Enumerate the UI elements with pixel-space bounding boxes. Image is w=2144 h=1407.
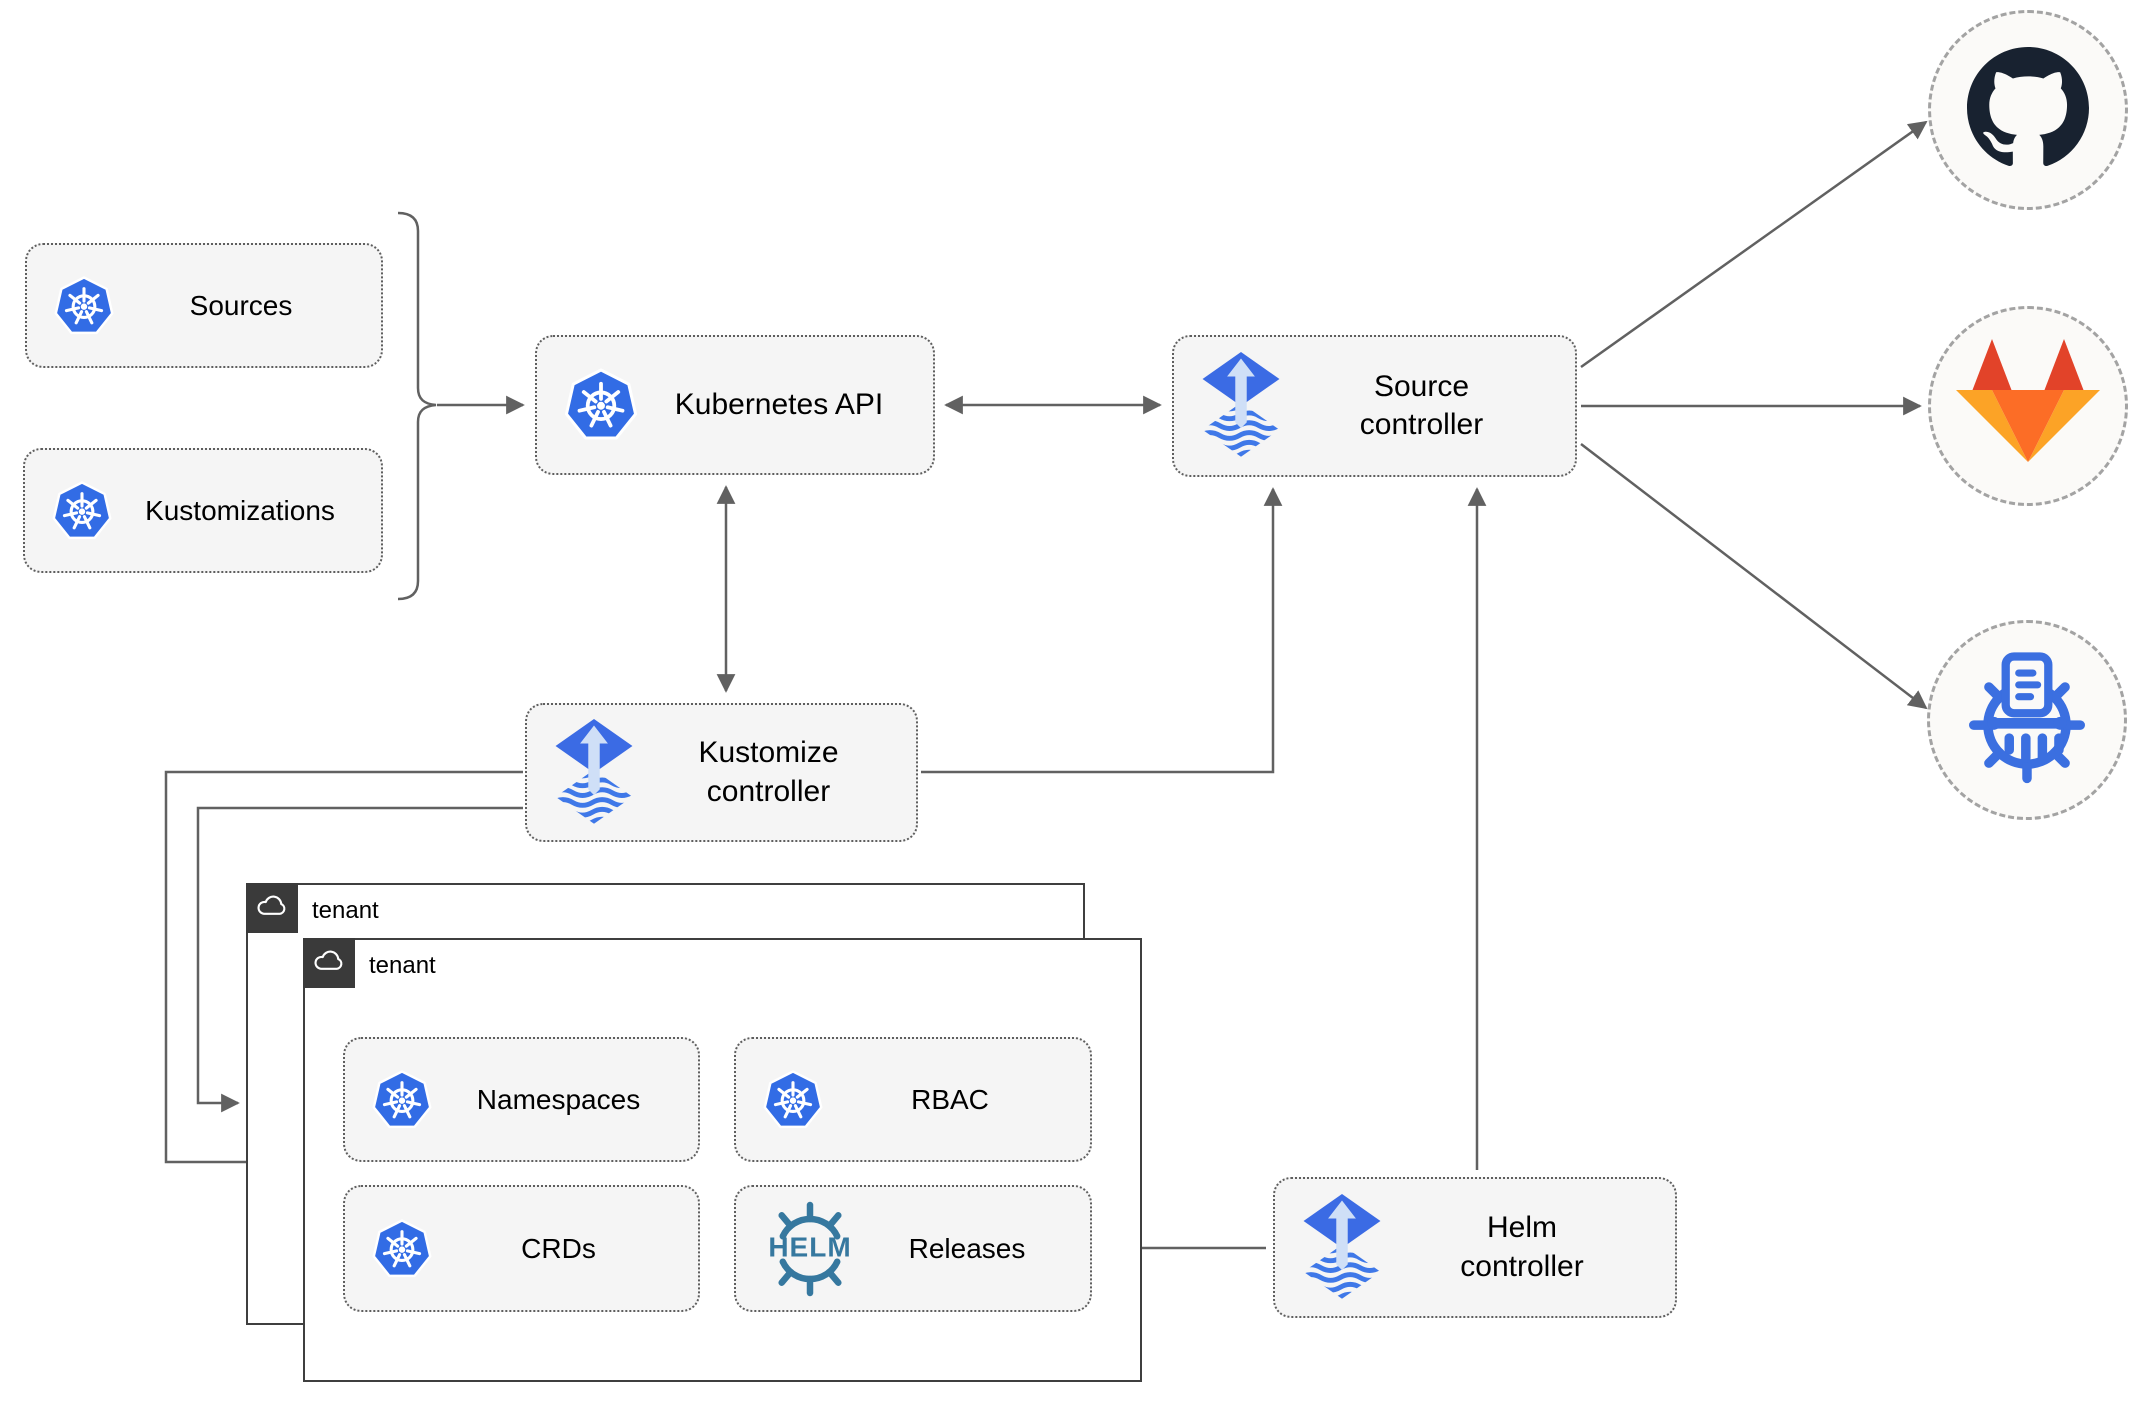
cloud-icon [312,944,346,983]
kubernetes-logo-icon [53,275,115,337]
tenant-tag [246,883,298,933]
node-label: Sources [189,289,293,321]
edge-kustomize-controller-to-front-tenant [164,770,523,1172]
edge-source-controller-to-github [1580,120,1928,369]
gitlab-tanuki-icon [1953,336,2103,476]
tenant-group-front: tenant Namespaces RBAC CRDs [303,938,1142,1382]
node-kustomize-controller: Kustomize controller [525,703,918,842]
flux-logo-icon [1301,1194,1383,1302]
edge-kustomize-controller-to-back-tenant [196,806,523,1113]
kubernetes-logo-icon [51,480,113,542]
endpoint-chartmuseum [1927,620,2127,820]
cloud-icon [255,889,289,928]
node-source-controller: Source controller [1172,335,1577,477]
tenant-label: tenant [369,952,436,979]
helm-wheel-icon: HELM [762,1194,858,1304]
edge-source-controller-to-chartmuseum [1580,443,1928,710]
node-label: Kustomizations [145,494,335,526]
node-rbac: RBAC [734,1037,1092,1162]
node-helm-controller: Helm controller [1273,1177,1677,1318]
node-label: RBAC [911,1083,989,1115]
tenant-label: tenant [312,897,379,924]
node-label: Source controller [1359,369,1484,441]
kubernetes-logo-icon [371,1069,433,1131]
endpoint-gitlab [1928,306,2128,506]
node-kubernetes-api: Kubernetes API [535,335,935,475]
node-label: Kustomize controller [698,736,839,808]
node-sources: Sources [25,243,383,368]
edge-kustomize-controller-to-source-controller [921,487,1283,774]
tenant-tag [303,938,355,988]
node-label: Releases [908,1232,1026,1264]
endpoint-github [1928,10,2128,210]
kubernetes-logo-icon [762,1069,824,1131]
chartmuseum-icon [1956,647,2098,794]
node-releases: HELM Releases [734,1185,1092,1312]
node-label: Namespaces [476,1083,641,1115]
grouping-brace [397,211,437,601]
node-kustomizations: Kustomizations [23,448,383,573]
node-crds: CRDs [343,1185,700,1312]
flux-logo-icon [1200,352,1282,460]
kubernetes-logo-icon [563,367,639,443]
node-label: Kubernetes API [674,387,884,421]
node-label: Helm controller [1460,1211,1584,1283]
kubernetes-logo-icon [371,1218,433,1280]
helm-wordmark: HELM [768,1231,852,1263]
flux-logo-icon [553,719,635,827]
node-namespaces: Namespaces [343,1037,700,1162]
github-octocat-icon [1967,47,2089,174]
node-label: CRDs [521,1232,596,1264]
